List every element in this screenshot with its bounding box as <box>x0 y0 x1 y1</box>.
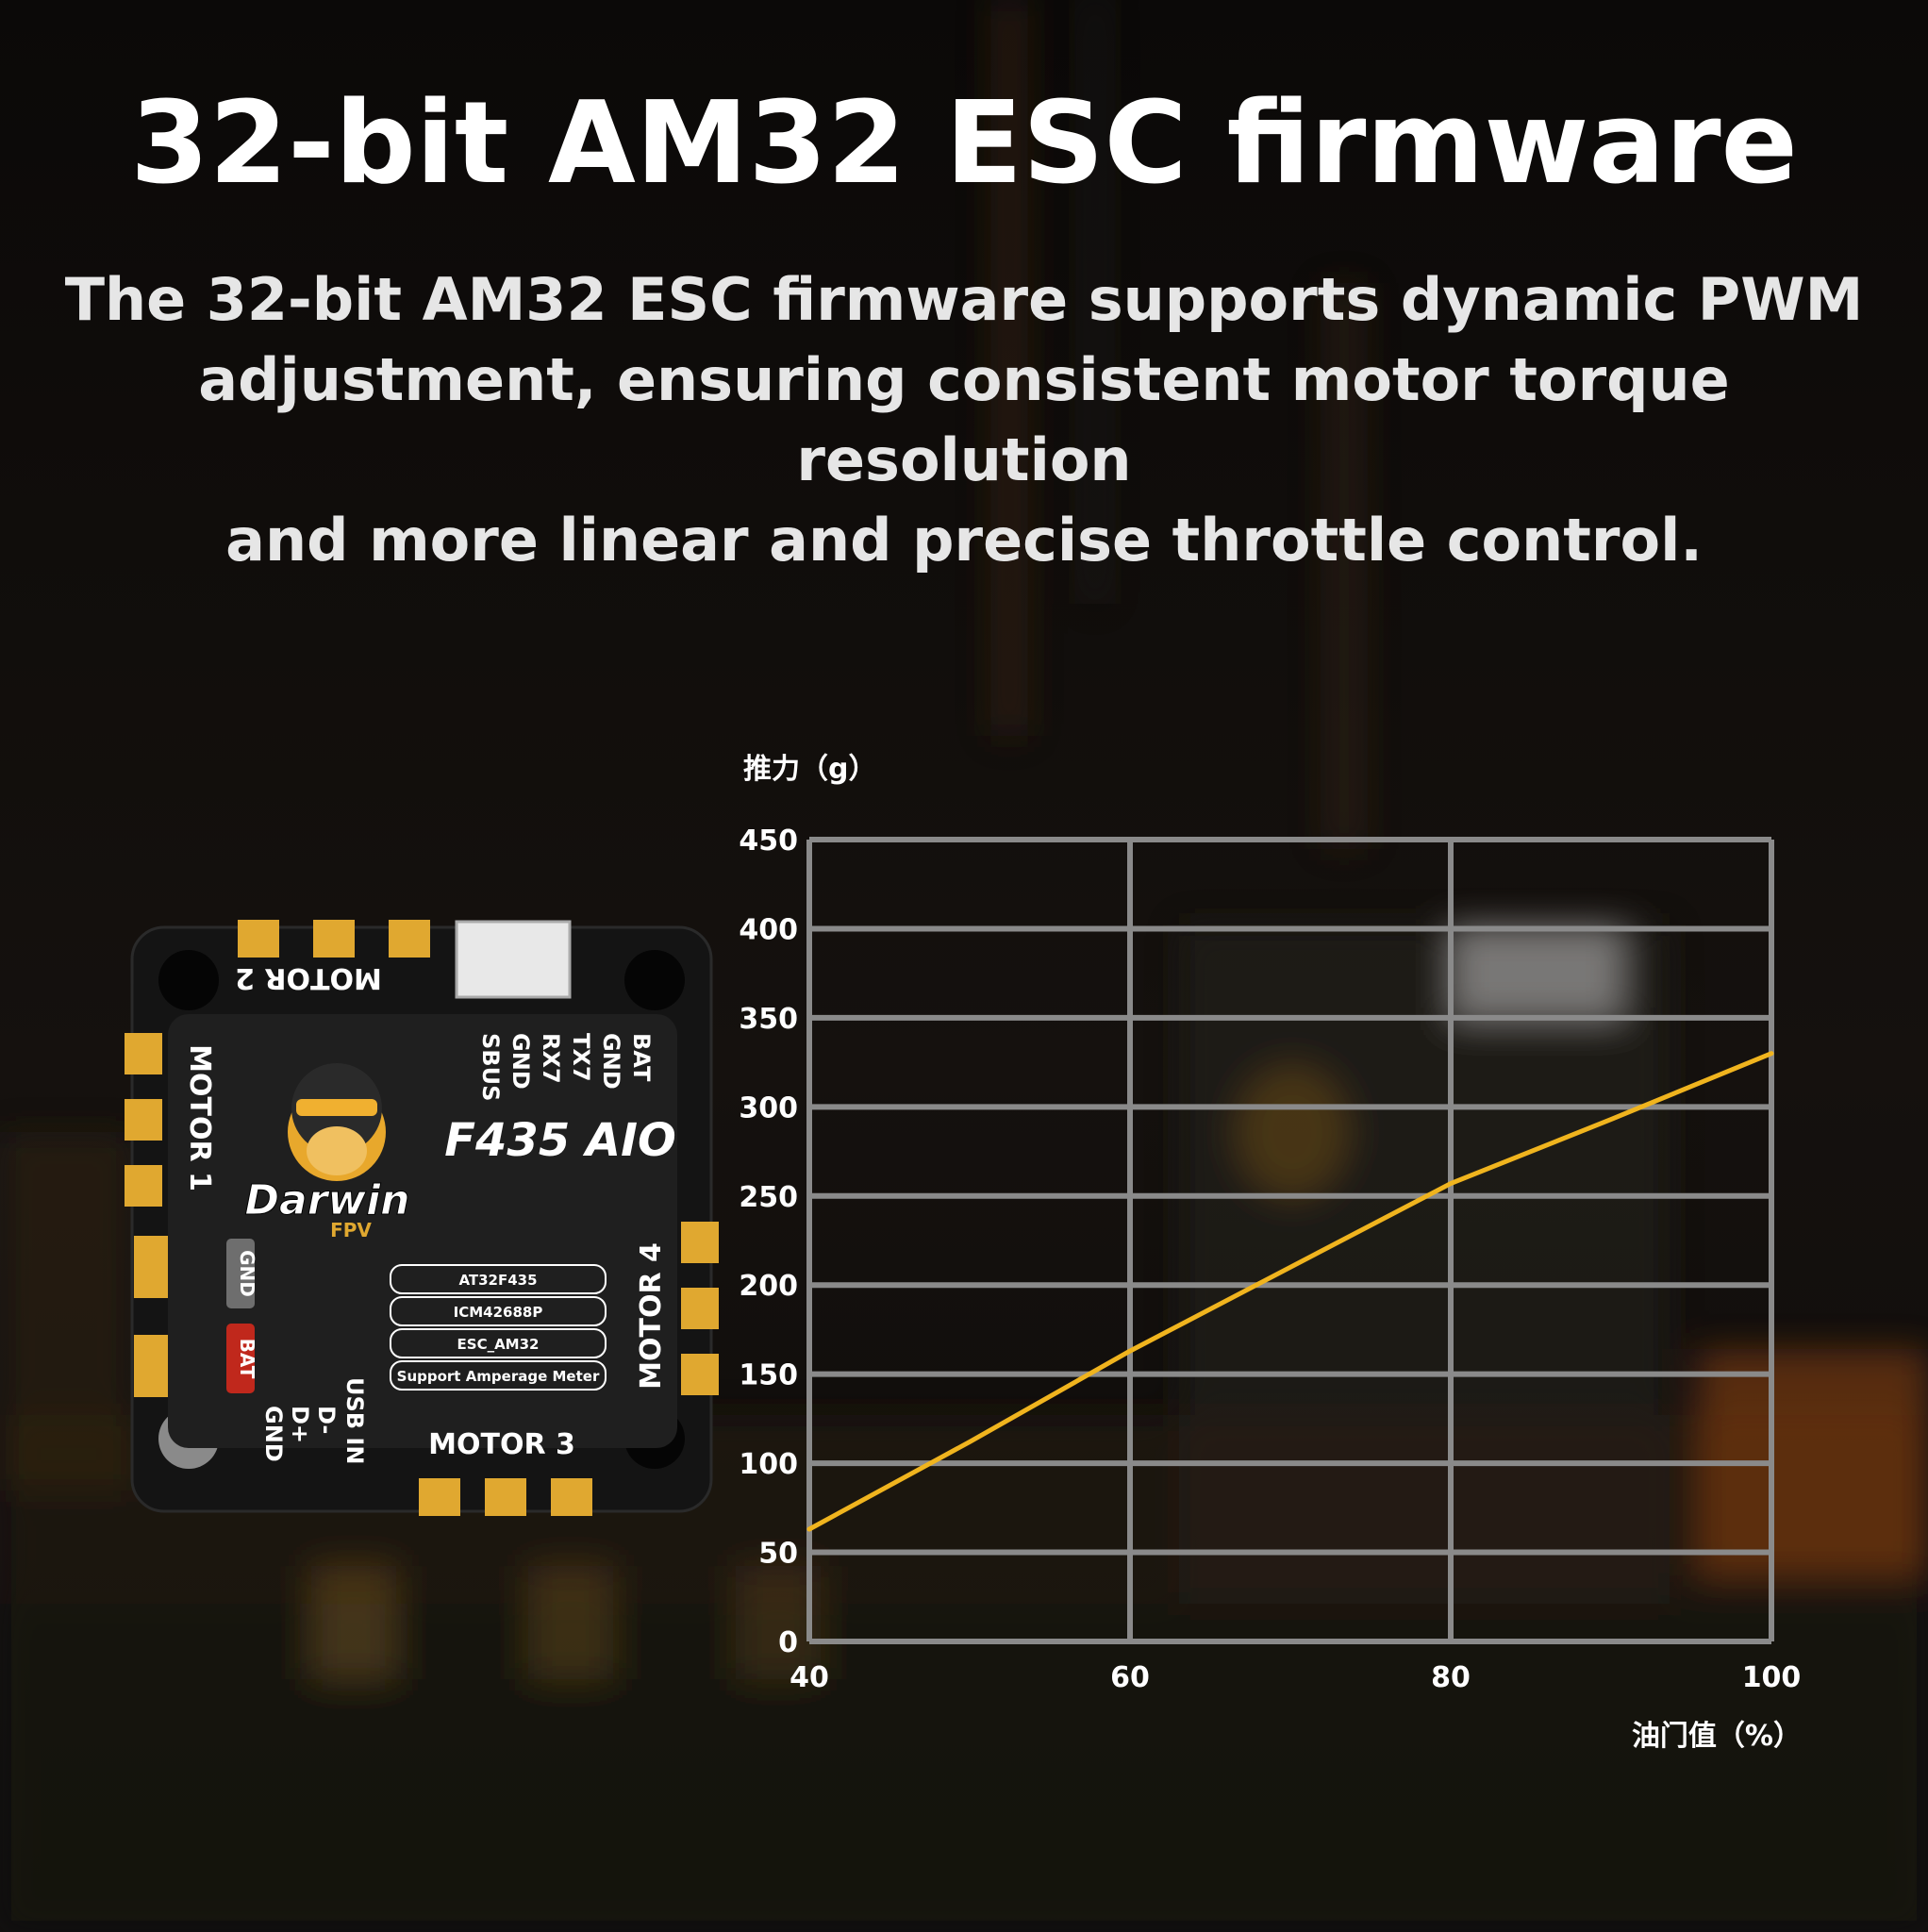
pin-label: D- <box>313 1406 340 1434</box>
spec-box: Support Amperage Meter <box>397 1368 600 1385</box>
brand-sub-text: FPV <box>330 1219 372 1241</box>
page-title: 32-bit AM32 ESC firmware <box>130 78 1798 209</box>
page-subtitle: The 32-bit AM32 ESC firmware supports dy… <box>57 259 1871 580</box>
y-tick-label: 250 <box>739 1181 798 1214</box>
thrust-throttle-chart: 推力（g） 油门值（%） 0 50 100 150 200 250 300 350 400 450… <box>739 753 1802 1753</box>
subtitle-line: adjustment, ensuring consistent motor to… <box>198 345 1730 494</box>
pin-label: TX7 <box>568 1033 594 1082</box>
y-tick-label: 100 <box>739 1448 798 1481</box>
subtitle-line: The 32-bit AM32 ESC firmware supports dy… <box>64 265 1864 334</box>
darwin-monkey-logo <box>288 1063 386 1181</box>
spec-box: ICM42688P <box>454 1304 543 1321</box>
x-tick-label: 60 <box>1110 1661 1150 1694</box>
y-tick-label: 50 <box>758 1538 798 1571</box>
pin-label: RX7 <box>538 1033 564 1084</box>
motor-pad <box>681 1288 719 1329</box>
pin-label: GND <box>260 1406 287 1462</box>
motor-pad <box>238 920 279 958</box>
pin-label: SBUS <box>477 1033 504 1101</box>
motor-pad <box>125 1033 162 1074</box>
pin-label: D+ <box>287 1406 313 1443</box>
motor-pad <box>125 1165 162 1207</box>
y-tick-label: 150 <box>739 1359 798 1392</box>
motor-pad <box>389 920 430 958</box>
gnd-badge <box>226 1239 255 1308</box>
y-tick-label: 350 <box>739 1003 798 1036</box>
x-tick-label: 80 <box>1431 1661 1471 1694</box>
y-tick-label: 200 <box>739 1270 798 1303</box>
board-model: F435 AIO <box>444 1114 676 1167</box>
pin-label: GND <box>598 1033 624 1090</box>
pin-label: BAT <box>628 1033 655 1082</box>
motor-pad <box>125 1099 162 1141</box>
y-tick-label: 0 <box>778 1626 798 1659</box>
spec-box: ESC_AM32 <box>457 1336 540 1353</box>
pin-label: GND <box>507 1033 534 1090</box>
motor-label: MOTOR 1 <box>183 1044 216 1191</box>
pin-label: USB IN <box>341 1377 368 1464</box>
motor-label: MOTOR 3 <box>428 1428 575 1461</box>
x-tick-label: 100 <box>1742 1661 1802 1694</box>
motor-pad <box>551 1478 592 1516</box>
motor-pad <box>313 920 355 958</box>
y-tick-label: 400 <box>739 913 798 946</box>
pad-label: GND <box>236 1250 258 1297</box>
mount-hole <box>158 950 219 1010</box>
mount-hole <box>624 950 685 1010</box>
motor-label: MOTOR 2 <box>235 961 382 994</box>
motor-pad <box>419 1478 460 1516</box>
subtitle-line: and more linear and precise throttle con… <box>225 506 1703 575</box>
x-tick-label: 40 <box>789 1661 829 1694</box>
bat-badge <box>226 1324 255 1393</box>
y-tick-label: 450 <box>739 824 798 858</box>
motor-label: MOTOR 4 <box>635 1242 668 1390</box>
spec-box: AT32F435 <box>458 1272 537 1289</box>
x-axis-label: 油门值（%） <box>1632 1720 1802 1753</box>
brand-logo-text: Darwin <box>245 1176 410 1224</box>
pad-label: BAT <box>236 1339 258 1379</box>
motor-pad <box>485 1478 526 1516</box>
motor-pad <box>681 1354 719 1395</box>
connector-plug <box>455 920 572 999</box>
y-axis-label: 推力（g） <box>743 753 876 786</box>
y-tick-label: 300 <box>739 1091 798 1124</box>
motor-pad <box>681 1222 719 1263</box>
series-line <box>806 1051 1774 1532</box>
flight-controller-board: MOTOR 2 MOTOR 1 MOTOR 3 MOTOR 4 BAT GND … <box>125 920 719 1516</box>
